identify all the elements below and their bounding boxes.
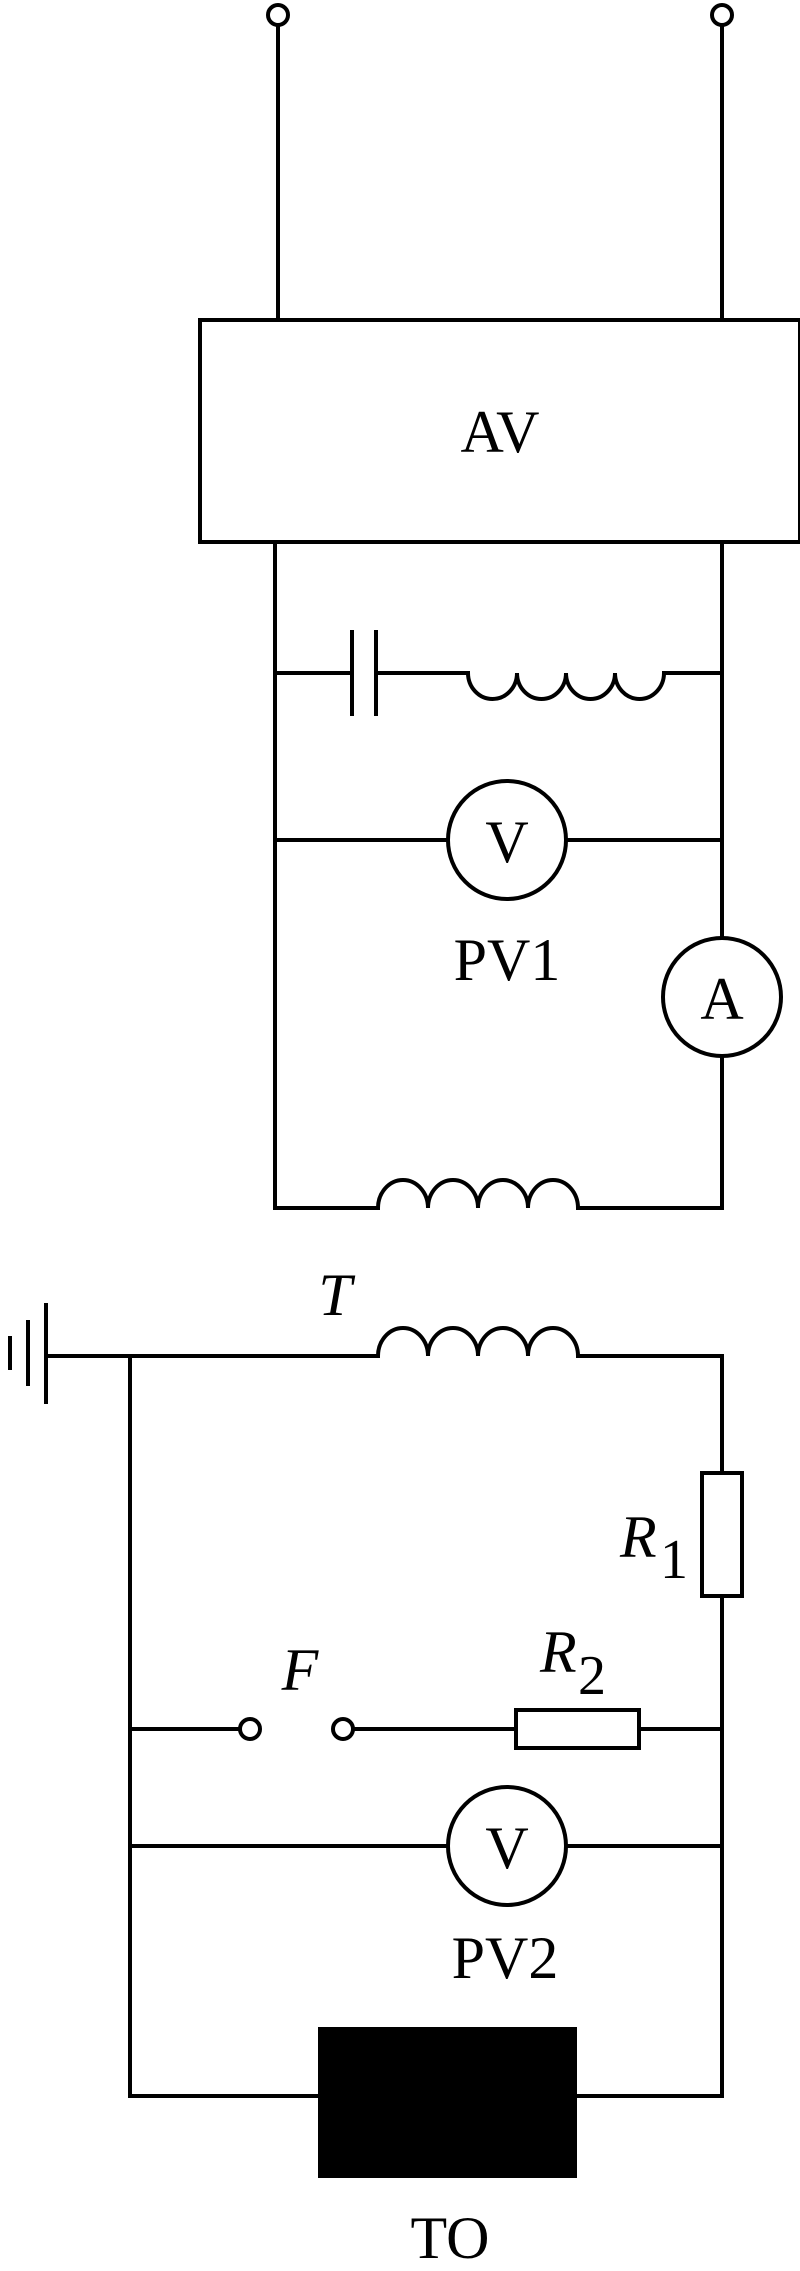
r2-label-main: R (539, 1619, 577, 1685)
pv2-symbol: V (485, 1815, 528, 1881)
ammeter: A (661, 936, 783, 1058)
pv1-symbol: V (485, 809, 528, 875)
test-object: TO (128, 2027, 724, 2271)
resistor-r1: R 1 (619, 1471, 744, 1598)
transformer-primary-coil-icon (375, 1178, 581, 1211)
r1-label-main: R (619, 1504, 657, 1570)
ground-icon (8, 1303, 132, 1404)
av-regulator: AV (198, 318, 800, 544)
transformer-label: T (318, 1262, 355, 1328)
ammeter-icon (661, 936, 783, 1058)
terminal-left-icon (266, 3, 290, 27)
pv2-branch: V PV2 (128, 1785, 724, 1991)
transformer-primary (273, 1178, 724, 1211)
r1-label-sub: 1 (660, 1529, 688, 1591)
r2-label-sub: 2 (578, 1645, 606, 1707)
av-box (198, 318, 800, 544)
inductor-icon (465, 670, 667, 701)
pv2-name: PV2 (452, 1925, 559, 1991)
ammeter-symbol: A (700, 966, 743, 1032)
resistor-r2-icon (514, 1708, 641, 1750)
spark-gap-left-icon (238, 1717, 262, 1741)
input-terminals (266, 3, 734, 322)
pv1-name: PV1 (454, 927, 561, 993)
transformer-secondary-coil-icon (375, 1326, 581, 1359)
compensation-branch (273, 630, 724, 716)
gap-branch: F R 2 (128, 1619, 724, 1750)
spark-gap-right-icon (331, 1717, 355, 1741)
terminal-right-icon (710, 3, 734, 27)
test-object-box (318, 2027, 577, 2178)
capacitor-icon (350, 630, 378, 716)
resistor-r1-icon (700, 1471, 744, 1598)
test-object-label: TO (411, 2205, 490, 2271)
gap-label: F (281, 1637, 320, 1703)
av-label: AV (461, 399, 540, 465)
transformer-secondary (128, 1326, 724, 1359)
pv1-branch: V PV1 (273, 779, 724, 993)
